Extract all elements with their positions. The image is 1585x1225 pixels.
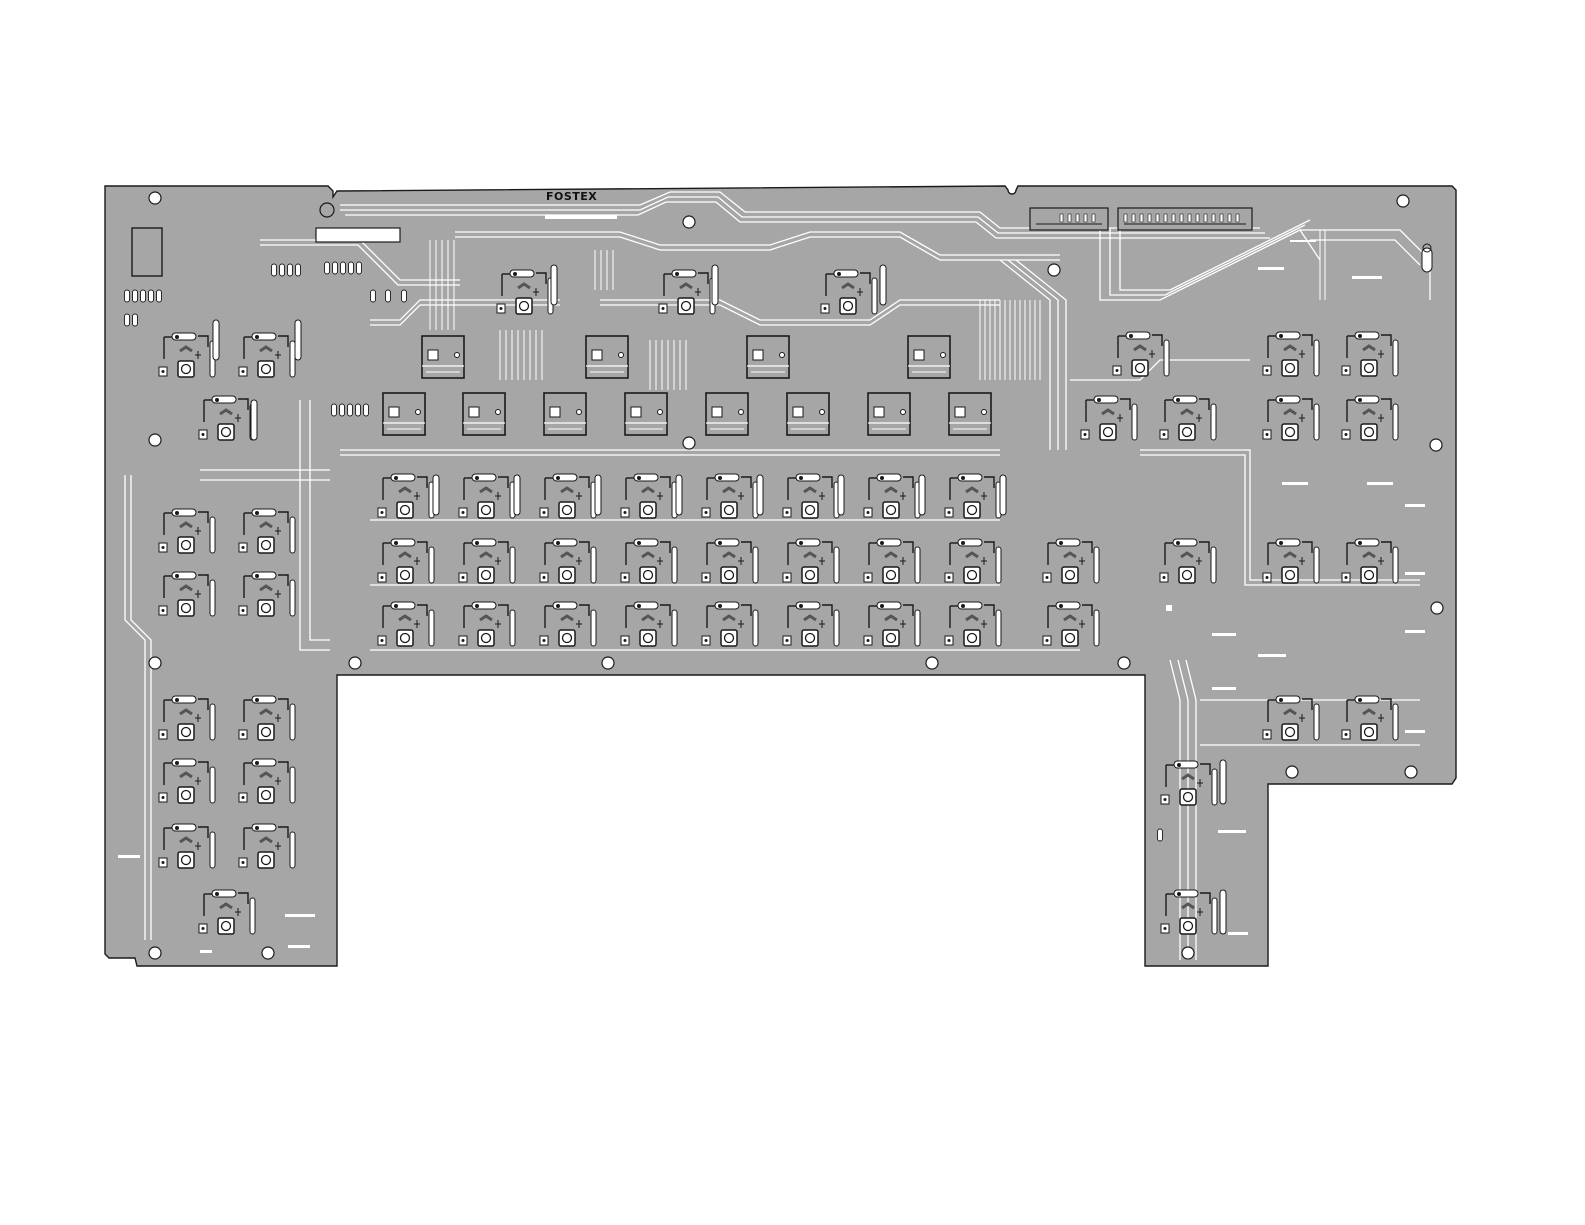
board-outline	[105, 186, 1456, 966]
brand-label: FOSTEX	[546, 190, 597, 203]
brand-underline	[545, 215, 617, 219]
top-right-component	[1422, 244, 1432, 272]
